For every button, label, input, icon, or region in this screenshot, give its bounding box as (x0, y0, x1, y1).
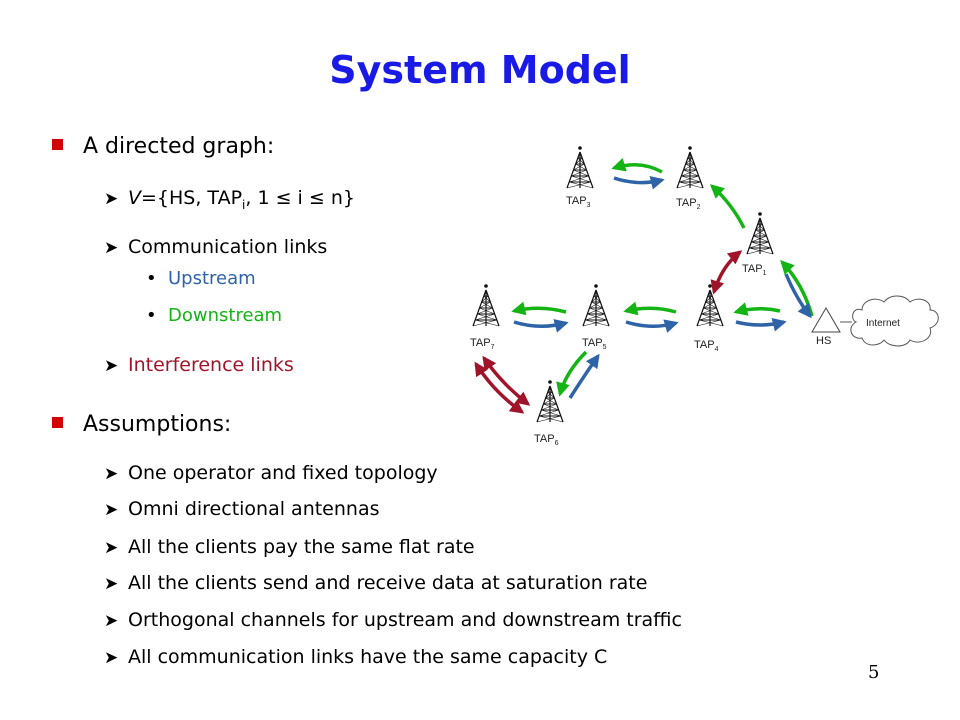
arrow-bullet-icon: ➤ (104, 611, 119, 631)
arrow-bullet-icon: ➤ (104, 538, 119, 558)
node-label-tap1: TAP1 (742, 263, 767, 277)
node-label-tap6: TAP6 (534, 433, 559, 447)
node-label-subscript: 7 (491, 344, 495, 351)
arrow-bullet-icon: ➤ (104, 356, 119, 376)
node-label-tap5: TAP5 (582, 337, 607, 351)
downstream-links (511, 158, 814, 397)
assumption-item: ➤All communication links have the same c… (104, 646, 608, 668)
node-label-base: TAP (676, 197, 697, 209)
dot-bullet-icon: • (146, 305, 157, 326)
slide-title: System Model (329, 48, 631, 92)
node-label-tap4: TAP4 (694, 339, 719, 353)
upstream-link-tap7-tap5 (513, 319, 569, 333)
arrow-bullet-icon: ➤ (104, 189, 119, 209)
node-label-tap3: TAP3 (566, 195, 591, 209)
interference-link-tap1-tap4 (710, 250, 743, 295)
downstream-link-tap4-tap5 (623, 301, 677, 316)
node-label-base: TAP (582, 337, 603, 349)
upstream-item: •Upstream (146, 268, 256, 289)
internet-label: Internet (866, 318, 900, 329)
node-label-base: TAP (566, 195, 587, 207)
downstream-item: •Downstream (146, 305, 283, 326)
node-label-subscript: 4 (715, 346, 719, 353)
node-label-subscript: 6 (555, 440, 559, 447)
downstream-link-hs-tap4 (733, 302, 781, 316)
tower-tap7-icon (472, 284, 500, 327)
internet-cloud-icon (850, 295, 939, 347)
assumption-item: ➤All the clients send and receive data a… (104, 572, 648, 594)
downstream-link-tap2-tap3 (611, 158, 663, 174)
tower-tap3-icon (566, 146, 594, 189)
node-label-base: TAP (694, 339, 715, 351)
assumption-item: ➤One operator and fixed topology (104, 462, 438, 484)
hs-icon (811, 307, 841, 333)
downstream-link-tap1-tap2 (709, 184, 746, 229)
arrow-bullet-icon: ➤ (104, 574, 119, 594)
upstream-link-tap5-tap4 (625, 319, 679, 333)
node-label-subscript: 5 (603, 344, 607, 351)
interference-links-item: ➤Interference links (104, 354, 294, 376)
node-label-tap2: TAP2 (676, 197, 701, 211)
graph-heading: A directed graph: (52, 134, 274, 160)
tower-tap6-icon (536, 380, 564, 423)
dot-bullet-icon: • (146, 268, 157, 289)
upstream-link-tap3-tap2 (613, 175, 665, 190)
interference-links (474, 250, 743, 414)
arrow-bullet-icon: ➤ (104, 500, 119, 520)
assumption-item: ➤Orthogonal channels for upstream and do… (104, 609, 682, 631)
node-label-base: TAP (742, 263, 763, 275)
square-bullet-icon (52, 139, 63, 150)
arrow-bullet-icon: ➤ (104, 464, 119, 484)
tower-tap1-icon (746, 212, 774, 255)
node-label-tap7: TAP7 (470, 337, 495, 351)
assumption-item: ➤Omni directional antennas (104, 498, 380, 520)
downstream-link-tap5-tap6 (556, 350, 588, 397)
arrow-bullet-icon: ➤ (104, 648, 119, 668)
upstream-link-tap4-hs (735, 317, 787, 332)
arrow-bullet-icon: ➤ (104, 238, 119, 258)
upstream-link-tap1-hs (784, 273, 812, 319)
upstream-link-tap6-tap5 (568, 353, 600, 399)
assumptions-heading: Assumptions: (52, 412, 231, 438)
node-label-subscript: 3 (587, 202, 591, 209)
node-label-base: TAP (470, 337, 491, 349)
hs-label: HS (816, 335, 831, 347)
upstream-links (513, 175, 812, 399)
downstream-link-hs-tap1 (780, 259, 814, 317)
assumption-item: ➤All the clients pay the same flat rate (104, 536, 475, 558)
downstream-link-tap5-tap7 (511, 301, 567, 316)
vertex-set-item: ➤V={HS, TAPi, 1 ≤ i ≤ n} (104, 187, 355, 212)
page-number: 5 (868, 662, 880, 683)
node-label-subscript: 2 (697, 204, 701, 211)
communication-links-item: ➤Communication links (104, 236, 328, 258)
node-label-subscript: 1 (763, 270, 767, 277)
square-bullet-icon (52, 417, 63, 428)
tower-tap5-icon (582, 284, 610, 327)
node-label-base: TAP (534, 433, 555, 445)
tower-tap2-icon (676, 146, 704, 189)
interference-link-tap7-tap6-b (474, 361, 525, 414)
tower-tap4-icon (696, 284, 724, 327)
